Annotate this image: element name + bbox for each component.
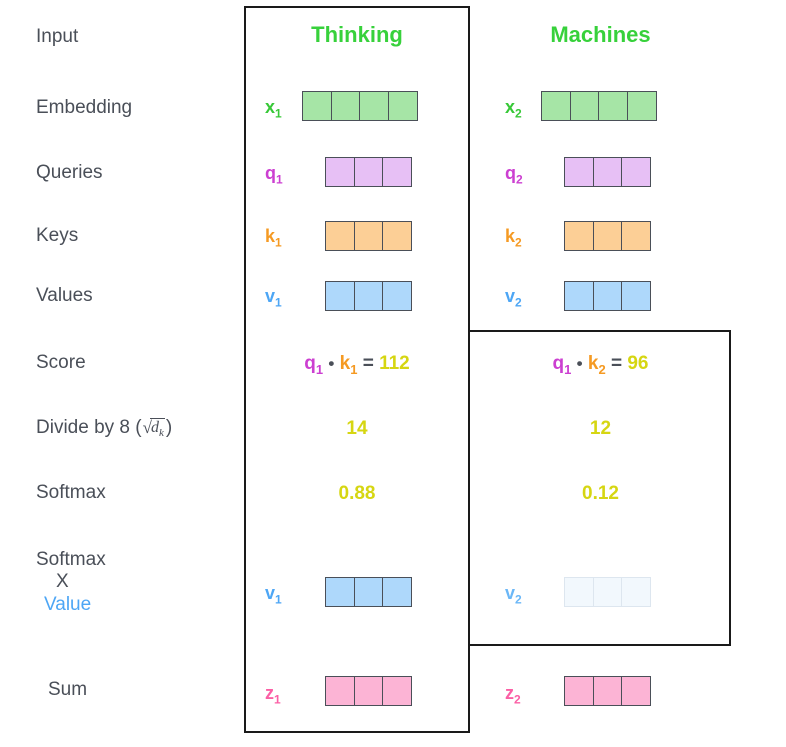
row-label-input: Input bbox=[36, 26, 79, 47]
sqrt-dk-symbol: √dk bbox=[142, 418, 165, 440]
vector-cell bbox=[621, 577, 651, 607]
group-box-machines bbox=[468, 330, 731, 646]
vector-cell bbox=[626, 91, 657, 121]
score-expression-machines: q1 • k2 = 96 bbox=[552, 353, 649, 377]
column-title-machines: Machines bbox=[550, 22, 651, 47]
vector-x2 bbox=[541, 91, 657, 121]
vector-cell bbox=[564, 281, 594, 311]
divide-value-thinking: 14 bbox=[346, 418, 368, 439]
row-label-queries: Queries bbox=[36, 162, 103, 183]
dot-product-operator: • bbox=[576, 354, 583, 373]
row-label-divide-by-8: Divide by 8 (√dk) bbox=[0, 417, 238, 441]
vector-label-q2: q2 bbox=[505, 163, 523, 187]
vector-label-v2: v2 bbox=[505, 286, 522, 310]
vector-cell bbox=[382, 577, 412, 607]
vector-softmax-v1 bbox=[325, 577, 412, 607]
column-title-thinking: Thinking bbox=[311, 22, 403, 47]
vector-cell bbox=[353, 577, 384, 607]
vector-label-v1: v1 bbox=[265, 286, 282, 310]
row-label-softmax-times-value: Softmax X Value bbox=[0, 549, 238, 616]
softmax-value-thinking: 0.88 bbox=[338, 483, 376, 504]
softmax-value-machines: 0.12 bbox=[582, 483, 619, 504]
vector-label-x1: x1 bbox=[265, 97, 282, 121]
vector-cell bbox=[353, 281, 384, 311]
row-label-embedding: Embedding bbox=[36, 97, 133, 118]
vector-label-z1: z1 bbox=[265, 683, 281, 707]
vector-z1 bbox=[325, 676, 412, 706]
vector-label-z2: z2 bbox=[505, 683, 521, 707]
score-expression-thinking: q1 • k1 = 112 bbox=[304, 353, 410, 377]
divide-label-suffix: ) bbox=[165, 417, 173, 438]
vector-label-q1: q1 bbox=[265, 163, 283, 187]
row-label-softmax: Softmax bbox=[36, 482, 106, 503]
vector-cell bbox=[592, 577, 623, 607]
dot-product-operator: • bbox=[328, 354, 335, 373]
vector-x1 bbox=[302, 91, 418, 121]
vector-cell bbox=[621, 281, 651, 311]
vector-softmax-v2 bbox=[564, 577, 651, 607]
vector-cell bbox=[382, 281, 412, 311]
divide-value-machines: 12 bbox=[589, 418, 612, 439]
vector-cell bbox=[325, 157, 355, 187]
vector-q2 bbox=[564, 157, 651, 187]
vector-cell bbox=[382, 157, 412, 187]
divide-label-prefix: Divide by 8 ( bbox=[36, 417, 142, 438]
vector-cell bbox=[592, 157, 623, 187]
vector-cell bbox=[353, 157, 384, 187]
vector-q1 bbox=[325, 157, 412, 187]
vector-cell bbox=[353, 676, 384, 706]
vector-cell bbox=[564, 157, 594, 187]
vector-cell bbox=[569, 91, 600, 121]
vector-cell bbox=[564, 676, 594, 706]
vector-cell bbox=[592, 221, 623, 251]
vector-cell bbox=[621, 157, 651, 187]
vector-label-softmax-v2: v2 bbox=[505, 583, 522, 607]
vector-cell bbox=[353, 221, 384, 251]
vector-cell bbox=[382, 221, 412, 251]
vector-cell bbox=[592, 281, 623, 311]
vector-k1 bbox=[325, 221, 412, 251]
row-label-score: Score bbox=[36, 352, 86, 373]
vector-cell bbox=[382, 676, 412, 706]
vector-cell bbox=[325, 577, 355, 607]
vector-label-softmax-v1: v1 bbox=[265, 583, 282, 607]
vector-cell bbox=[359, 91, 389, 121]
vector-label-k2: k2 bbox=[505, 226, 522, 250]
row-label-keys: Keys bbox=[36, 225, 79, 246]
vector-cell bbox=[564, 577, 594, 607]
vector-cell bbox=[302, 91, 332, 121]
vector-k2 bbox=[564, 221, 651, 251]
vector-label-x2: x2 bbox=[505, 97, 522, 121]
vector-cell bbox=[592, 676, 623, 706]
vector-cell bbox=[621, 221, 651, 251]
vector-v1 bbox=[325, 281, 412, 311]
row-label-sum: Sum bbox=[48, 679, 88, 700]
vector-cell bbox=[564, 221, 594, 251]
softmax-x-value-line-1: Softmax bbox=[36, 549, 106, 570]
row-label-values: Values bbox=[36, 285, 93, 306]
vector-label-k1: k1 bbox=[265, 226, 282, 250]
vector-z2 bbox=[564, 676, 651, 706]
vector-v2 bbox=[564, 281, 651, 311]
vector-cell bbox=[325, 221, 355, 251]
vector-cell bbox=[598, 91, 628, 121]
vector-cell bbox=[330, 91, 361, 121]
softmax-x-value-line-2: X bbox=[56, 571, 69, 593]
vector-cell bbox=[387, 91, 418, 121]
softmax-x-value-line-3: Value bbox=[44, 593, 92, 615]
vector-cell bbox=[325, 281, 355, 311]
vector-cell bbox=[621, 676, 651, 706]
vector-cell bbox=[541, 91, 571, 121]
vector-cell bbox=[325, 676, 355, 706]
